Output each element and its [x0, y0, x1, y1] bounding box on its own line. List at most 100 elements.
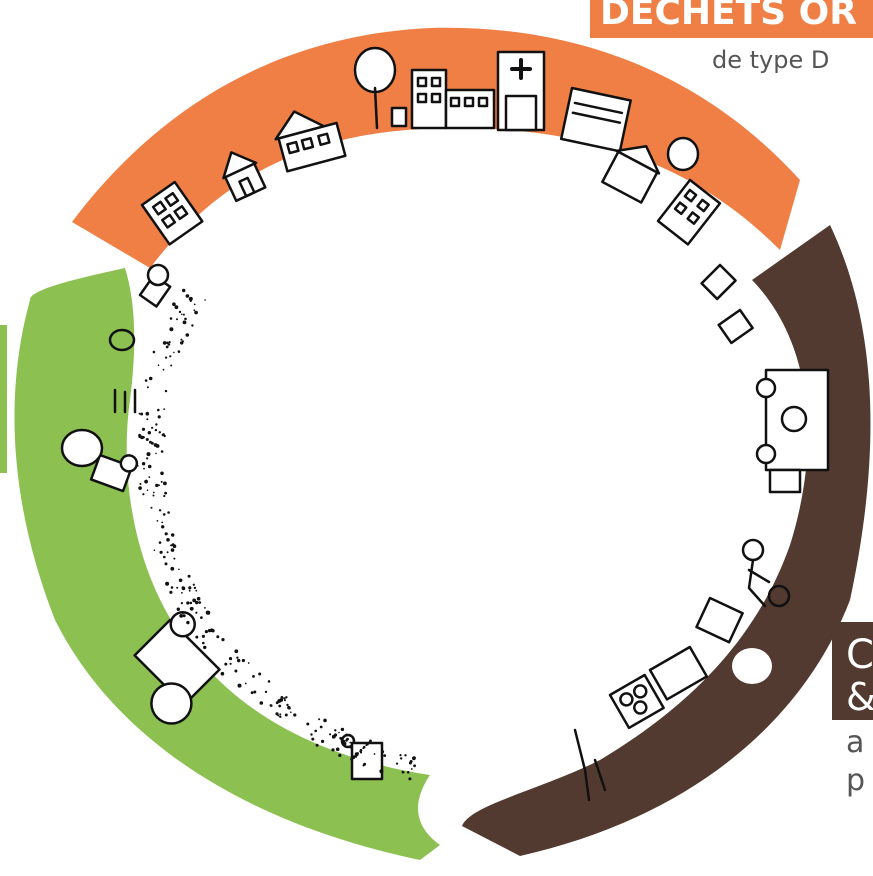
soil-speckle [178, 569, 180, 571]
soil-speckle [161, 522, 163, 524]
soil-speckle [341, 728, 344, 731]
soil-speckle [154, 549, 156, 551]
top-title: DECHETS OR [600, 0, 857, 33]
soil-speckle [362, 747, 364, 749]
soil-speckle [138, 486, 142, 490]
soil-speckle [174, 304, 176, 306]
soil-speckle [288, 707, 291, 710]
soil-speckle [399, 754, 401, 756]
soil-speckle [182, 613, 184, 615]
soil-speckle [236, 657, 238, 659]
soil-speckle [163, 369, 165, 371]
soil-speckle [381, 750, 384, 753]
soil-speckle [146, 412, 150, 416]
trash-bin-icon [392, 108, 406, 126]
soil-speckle [148, 476, 150, 478]
soil-speckle [192, 599, 196, 603]
soil-speckle [200, 616, 203, 619]
soil-speckle [169, 341, 171, 343]
soil-speckle [173, 352, 175, 354]
soil-speckle [163, 513, 166, 516]
soil-speckle [153, 492, 155, 494]
soil-speckle [338, 754, 341, 757]
soil-speckle [178, 350, 181, 353]
soil-speckle [157, 520, 159, 522]
soil-speckle [314, 730, 317, 733]
soil-speckle [182, 586, 185, 589]
soil-speckle [310, 733, 312, 735]
soil-speckle [149, 377, 153, 381]
soil-speckle [155, 429, 157, 431]
soil-speckle [411, 768, 413, 770]
soil-speckle [163, 408, 165, 410]
soil-speckle [175, 305, 179, 309]
soil-speckle [164, 492, 167, 495]
soil-speckle [138, 435, 141, 438]
soil-speckle [346, 734, 348, 736]
soil-speckle [163, 341, 167, 345]
soil-speckle [359, 751, 361, 753]
soil-speckle [162, 434, 164, 436]
soil-speckle [148, 465, 152, 469]
soil-speckle [306, 723, 309, 726]
soil-speckle [143, 468, 145, 470]
soil-speckle [329, 733, 331, 735]
soil-speckle [177, 608, 180, 611]
soil-speckle [144, 480, 148, 484]
soil-speckle [183, 321, 187, 325]
soil-speckle [205, 630, 208, 633]
soil-speckle [169, 591, 172, 594]
soil-speckle [400, 757, 402, 759]
soil-speckle [202, 642, 205, 645]
soil-speckle [252, 675, 255, 678]
soil-speckle [171, 548, 175, 552]
soil-speckle [179, 579, 183, 583]
soil-speckle [171, 586, 174, 589]
soil-speckle [242, 659, 245, 662]
soil-speckle [165, 562, 168, 565]
right-title-line1: C [846, 632, 873, 678]
soil-speckle [163, 556, 166, 559]
soil-speckle [186, 333, 190, 337]
soil-speckle [374, 753, 376, 755]
soil-speckle [157, 409, 160, 412]
soil-speckle [148, 431, 151, 434]
soil-speckle [311, 738, 314, 741]
soil-speckle [183, 314, 185, 316]
building-icon [446, 90, 494, 128]
soil-speckle [167, 551, 169, 553]
soil-speckle [208, 629, 211, 632]
soil-speckle [238, 684, 242, 688]
soil-speckle [189, 590, 191, 592]
soil-speckle [403, 772, 405, 774]
tree-icon [668, 138, 698, 170]
soil-speckle [237, 659, 240, 662]
soil-speckle [161, 525, 164, 528]
top-subtitle: de type D [712, 46, 829, 74]
soil-speckle [163, 495, 165, 497]
soil-speckle [216, 635, 219, 638]
soil-speckle [283, 697, 285, 699]
soil-speckle [258, 673, 261, 676]
soil-speckle [165, 357, 167, 359]
soil-speckle [169, 355, 171, 357]
soil-speckle [412, 756, 416, 760]
soil-speckle [202, 635, 205, 638]
soil-speckle [253, 691, 256, 694]
soil-speckle [408, 777, 411, 780]
soil-speckle [260, 701, 264, 705]
soil-speckle [153, 351, 156, 354]
soil-speckle [290, 711, 292, 713]
soil-speckle [338, 732, 340, 734]
soil-speckle [334, 729, 336, 731]
soil-speckle [176, 587, 178, 589]
soil-speckle [160, 551, 163, 554]
soil-speckle [153, 495, 155, 497]
soil-speckle [345, 739, 348, 742]
soil-speckle [190, 607, 194, 611]
soil-speckle [369, 741, 371, 743]
soil-speckle [146, 438, 149, 441]
soil-speckle [268, 680, 271, 683]
soil-speckle [151, 427, 153, 429]
